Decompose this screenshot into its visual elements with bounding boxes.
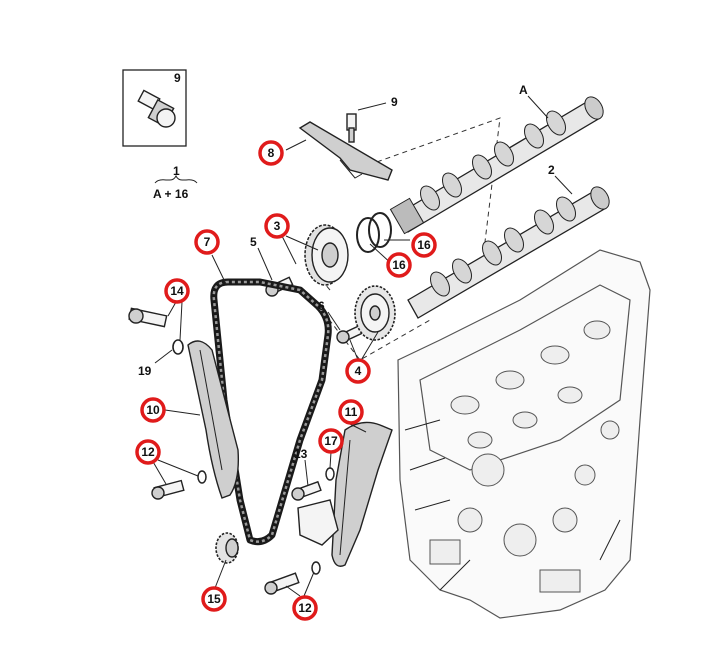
callout-15: 15 xyxy=(201,586,227,612)
leader-lines xyxy=(151,95,573,597)
svg-text:12: 12 xyxy=(141,445,155,459)
callout-7: 7 xyxy=(194,229,220,255)
washer-17 xyxy=(325,467,335,481)
bolt-12-bottom xyxy=(264,561,321,595)
svg-text:7: 7 xyxy=(204,235,211,249)
callout-11: 11 xyxy=(338,399,364,425)
bolt-13 xyxy=(291,480,322,501)
svg-text:12: 12 xyxy=(298,601,312,615)
bolt-12-left xyxy=(151,470,207,500)
camshaft-2 xyxy=(407,186,610,319)
callout-10: 10 xyxy=(140,397,166,423)
svg-text:17: 17 xyxy=(324,434,338,448)
chain-guide xyxy=(187,340,240,499)
inset-box: 9 xyxy=(122,69,187,147)
svg-text:11: 11 xyxy=(345,405,358,419)
chain-tensioner xyxy=(297,421,393,567)
svg-text:10: 10 xyxy=(146,403,160,417)
svg-text:4: 4 xyxy=(355,364,362,378)
engine-block xyxy=(397,249,651,619)
ring-19 xyxy=(172,339,184,355)
bolt-9 xyxy=(346,113,357,143)
callout-12-left: 12 xyxy=(135,439,161,465)
label-bolt-9: 9 xyxy=(391,95,398,109)
svg-text:16: 16 xyxy=(392,258,406,272)
timing-chain xyxy=(210,278,332,546)
callout-14: 14 xyxy=(164,278,190,304)
svg-text:15: 15 xyxy=(207,592,221,606)
label-screw-6: 6 xyxy=(318,299,325,313)
camshaft-a xyxy=(389,96,604,235)
formula-number: 1 xyxy=(173,164,180,178)
label-bolt-13: 13 xyxy=(294,447,308,461)
inset-label: 9 xyxy=(174,71,181,85)
label-ring-19: 19 xyxy=(138,364,152,378)
screw-6 xyxy=(336,324,364,344)
formula-expression: A + 16 xyxy=(153,187,189,201)
crank-sprocket xyxy=(215,532,239,564)
upper-chain-guide xyxy=(298,121,393,181)
camshaft-sprocket xyxy=(354,285,396,341)
callout-3: 3 xyxy=(264,213,290,239)
vvt-sprocket xyxy=(304,224,349,286)
callout-16-lower: 16 xyxy=(386,252,412,278)
seal-rings xyxy=(356,212,392,253)
callout-4: 4 xyxy=(345,358,371,384)
label-screw-5: 5 xyxy=(250,235,257,249)
formula: 1 A + 16 xyxy=(153,164,198,201)
label-camshaft-2: 2 xyxy=(548,163,555,177)
callout-16-upper: 16 xyxy=(411,232,437,258)
svg-text:3: 3 xyxy=(274,219,281,233)
callout-8: 8 xyxy=(258,140,284,166)
svg-text:14: 14 xyxy=(170,284,184,298)
inset-bolt-icon xyxy=(137,89,176,128)
callout-17: 17 xyxy=(318,428,344,454)
plain-labels: 9 A 2 5 6 19 13 xyxy=(138,83,555,461)
label-camshaft-a: A xyxy=(519,83,528,97)
callout-12-bottom: 12 xyxy=(292,595,318,621)
svg-text:8: 8 xyxy=(268,146,275,160)
guide-pin xyxy=(128,307,168,328)
svg-text:16: 16 xyxy=(417,238,431,252)
